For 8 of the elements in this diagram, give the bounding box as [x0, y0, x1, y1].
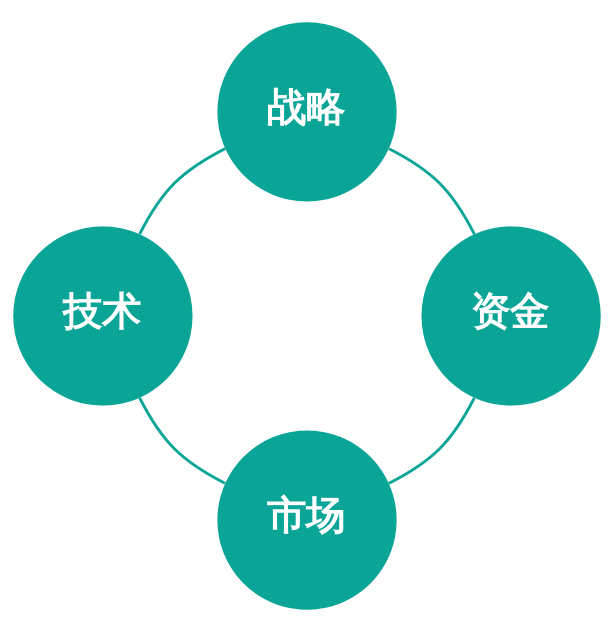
connector	[388, 397, 476, 485]
node-circle: 市场	[217, 430, 397, 610]
node-circle: 技术	[13, 226, 193, 406]
node-circle: 战略	[217, 22, 397, 202]
connector	[138, 147, 226, 235]
connector	[388, 147, 476, 235]
connector	[138, 397, 226, 485]
node-circle: 资金	[421, 226, 601, 406]
